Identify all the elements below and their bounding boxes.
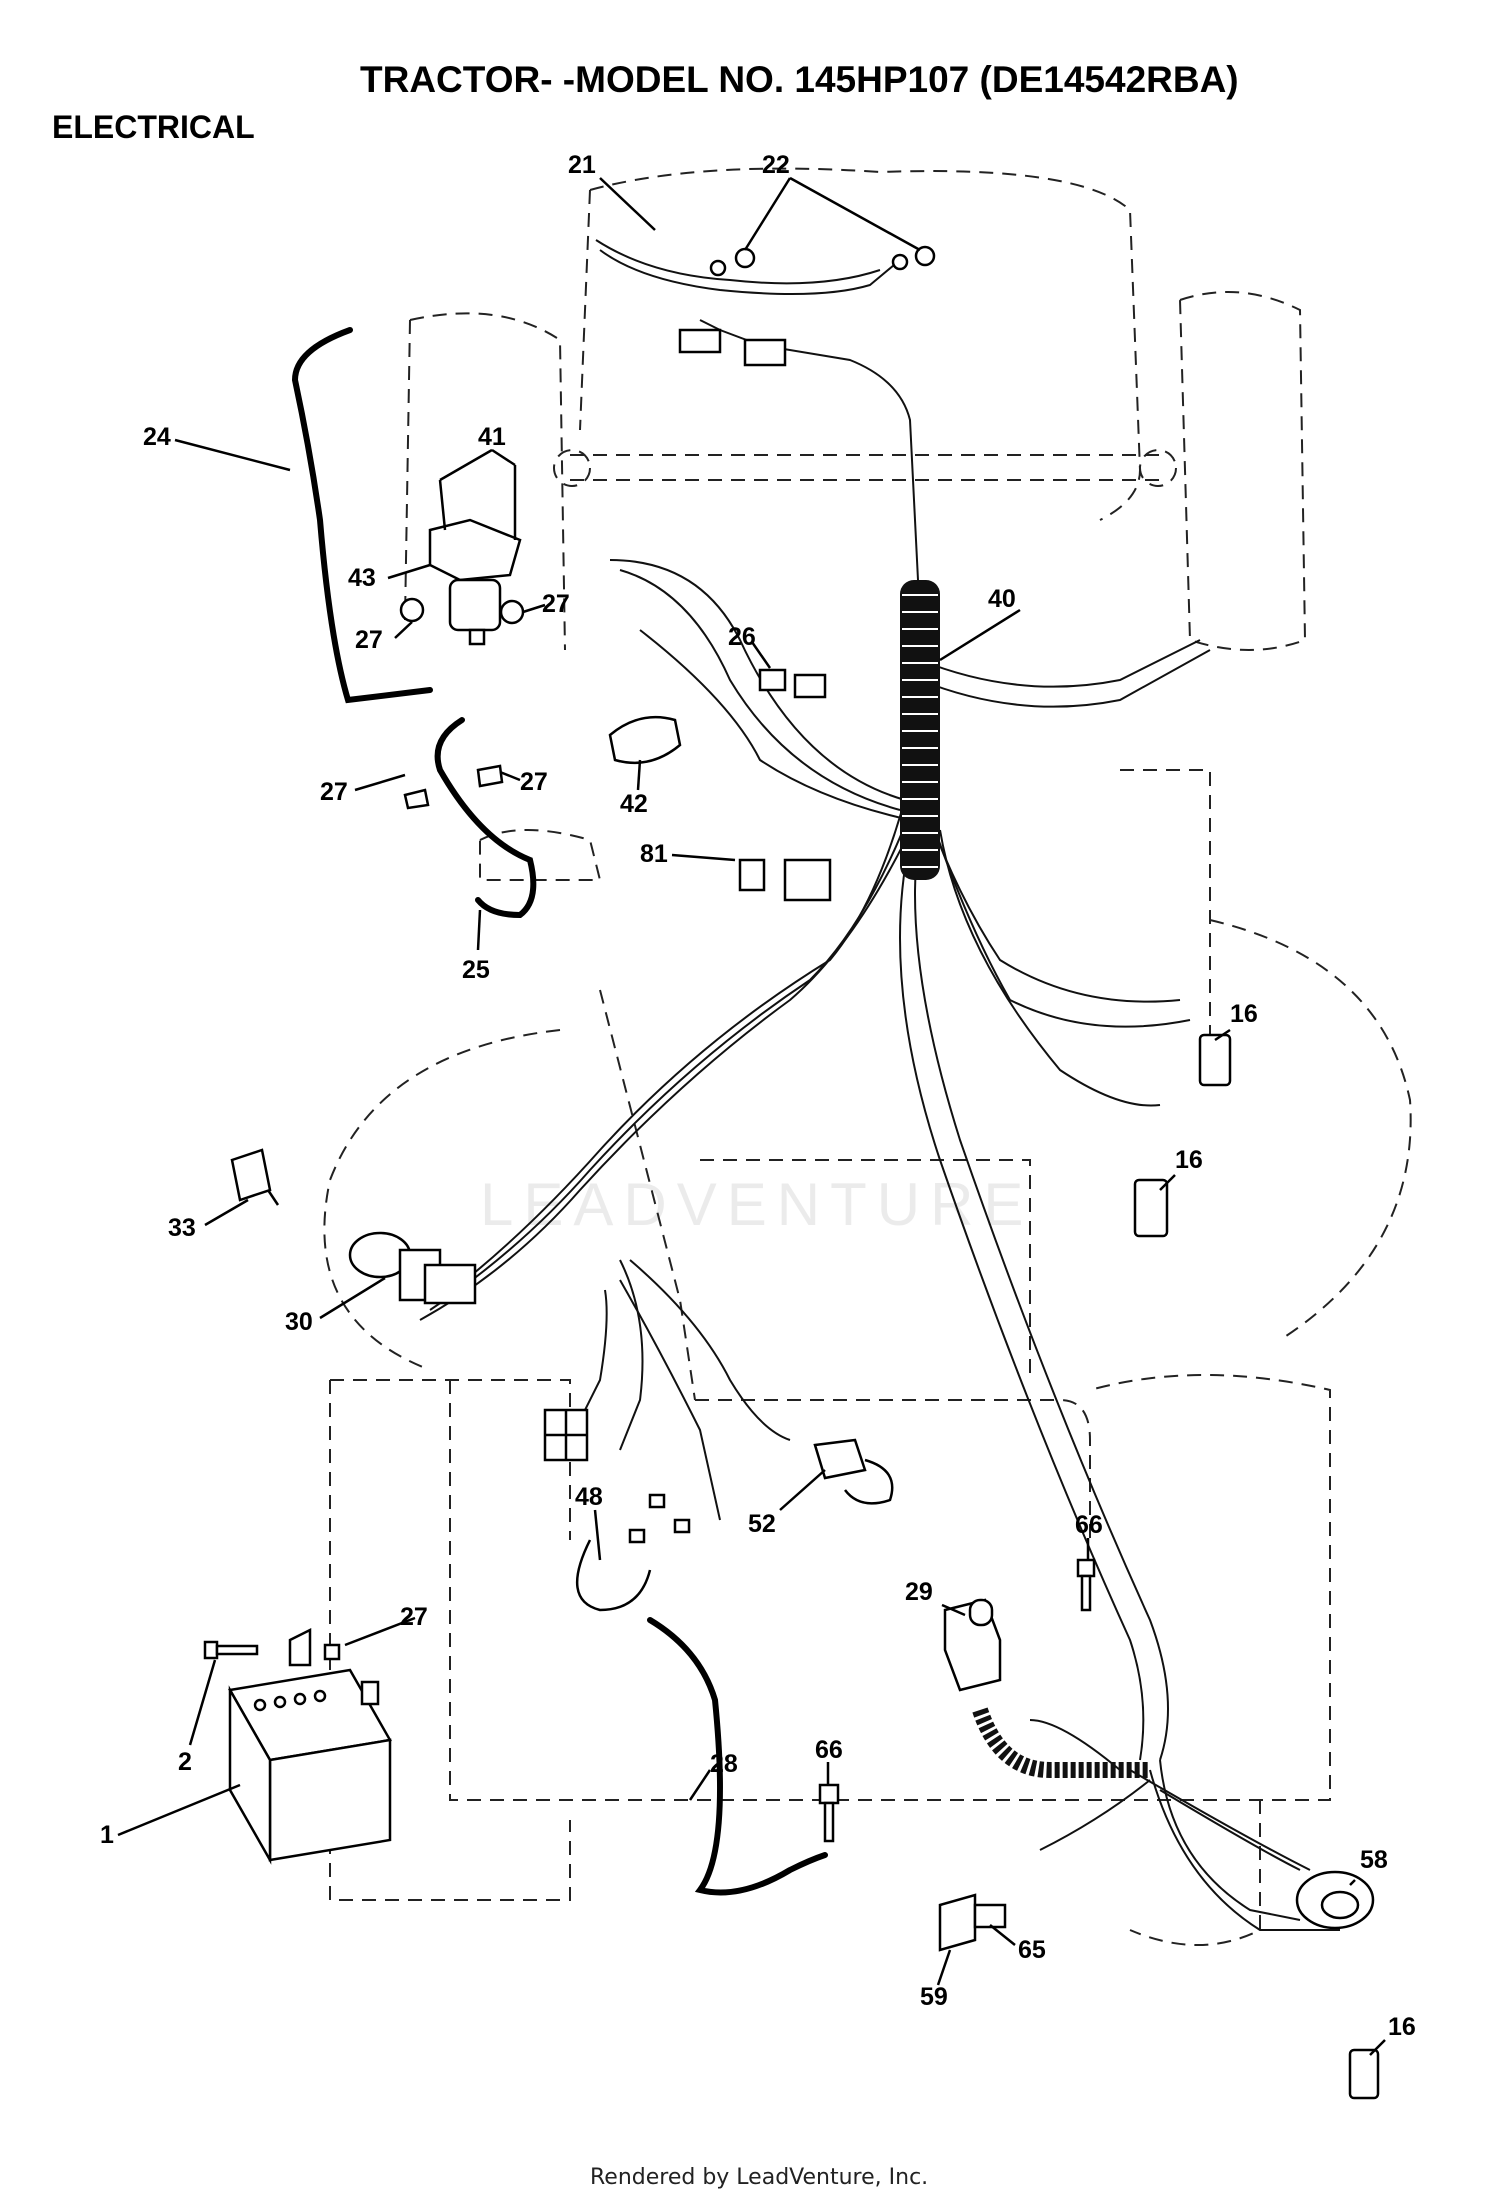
callout-27c: 27 (320, 778, 348, 806)
connector-16-top (1198, 1033, 1232, 1087)
callout-24: 24 (143, 423, 171, 451)
footer-credit: Rendered by LeadVenture, Inc. (590, 2165, 928, 2190)
callout-22: 22 (762, 151, 790, 179)
callout-16b: 16 (1175, 1146, 1203, 1174)
callout-65: 65 (1018, 1936, 1046, 1964)
callout-25: 25 (462, 956, 490, 984)
callout-52: 52 (748, 1510, 776, 1538)
callout-1: 1 (100, 1821, 114, 1849)
loop-48 (575, 1493, 691, 1612)
section-label: ELECTRICAL (52, 109, 255, 145)
callout-28: 28 (710, 1750, 738, 1778)
callout-26: 26 (728, 623, 756, 651)
callout-21: 21 (568, 151, 596, 179)
callout-16a: 16 (1230, 1000, 1258, 1028)
module-52 (813, 1438, 894, 1505)
connector-block (543, 1408, 589, 1462)
callout-58: 58 (1360, 1846, 1388, 1874)
wire-loom-40 (900, 580, 940, 880)
switch-58 (1295, 1870, 1375, 1930)
headlight-connectors-22 (678, 245, 936, 367)
callout-66b: 66 (815, 1736, 843, 1764)
callout-81: 81 (640, 840, 668, 868)
callout-33: 33 (168, 1214, 196, 1242)
tractor-outline (323, 167, 1412, 1946)
key-33 (230, 1148, 280, 1206)
coiled-wire-lower (972, 1707, 1150, 1778)
connector-81 (738, 858, 832, 902)
bolt-66-a (1076, 1558, 1096, 1612)
connector-16-mid (1133, 1178, 1169, 1238)
callout-66a: 66 (1075, 1511, 1103, 1539)
leader-lines (117, 176, 1386, 2056)
plug-42 (608, 715, 682, 765)
page-title: TRACTOR- -MODEL NO. 145HP107 (DE14542RBA… (360, 59, 1239, 100)
callout-59: 59 (920, 1983, 948, 2011)
solenoid-43 (399, 465, 525, 810)
wire-harness (419, 239, 1340, 1931)
battery-1 (228, 1668, 392, 1865)
switch-29 (943, 1598, 1002, 1692)
battery-cable-25 (434, 717, 537, 919)
battery-cable-24 (291, 327, 433, 704)
battery-cable-28 (647, 1617, 828, 1896)
callout-48: 48 (575, 1483, 603, 1511)
callout-41: 41 (478, 423, 506, 451)
callouts: 21 22 24 41 43 27 27 27 27 42 81 26 40 2… (100, 151, 1416, 2041)
connector-26 (758, 668, 827, 699)
callout-29: 29 (905, 1578, 933, 1606)
callout-40: 40 (988, 585, 1016, 613)
bracket-59 (938, 1893, 1007, 1952)
battery-bolt-2 (203, 1627, 341, 1667)
bolt-66-b (818, 1783, 840, 1843)
ignition-switch-30 (348, 1231, 477, 1305)
callout-27e: 27 (400, 1603, 428, 1631)
watermark: LEADVENTURE (480, 1171, 1033, 1238)
callout-27a: 27 (355, 626, 383, 654)
callout-30: 30 (285, 1308, 313, 1336)
callout-27d: 27 (520, 768, 548, 796)
connector-16-bottom (1348, 2048, 1380, 2100)
callout-42: 42 (620, 790, 648, 818)
callout-43: 43 (348, 564, 376, 592)
callout-16c: 16 (1388, 2013, 1416, 2041)
callout-2: 2 (178, 1748, 192, 1776)
callout-27b: 27 (542, 590, 570, 618)
